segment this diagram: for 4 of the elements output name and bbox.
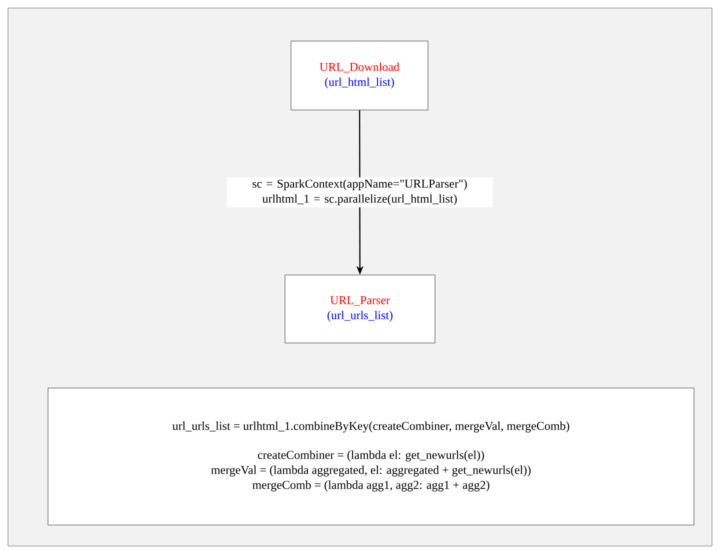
edge-label: sc = SparkContext(appName="URLParser") urlhtml_1 = sc.parallelize(url_html_list) [226,177,493,208]
process-box: URL_Parser (url_urls_list) [284,274,436,344]
code-box: url_urls_list = urlhtml_1.combineByKey(createCombiner, mergeVal, mergeComb) createCombiner = (lambda el: get_newurls(el)) mergeVal = (lambda aggregated, el: aggregated + get_newurls(el)) mergeComb = (lambda agg1, agg2: agg1 + agg2) [48,388,694,526]
process-box: URL_Download (url_html_list) [290,40,428,110]
